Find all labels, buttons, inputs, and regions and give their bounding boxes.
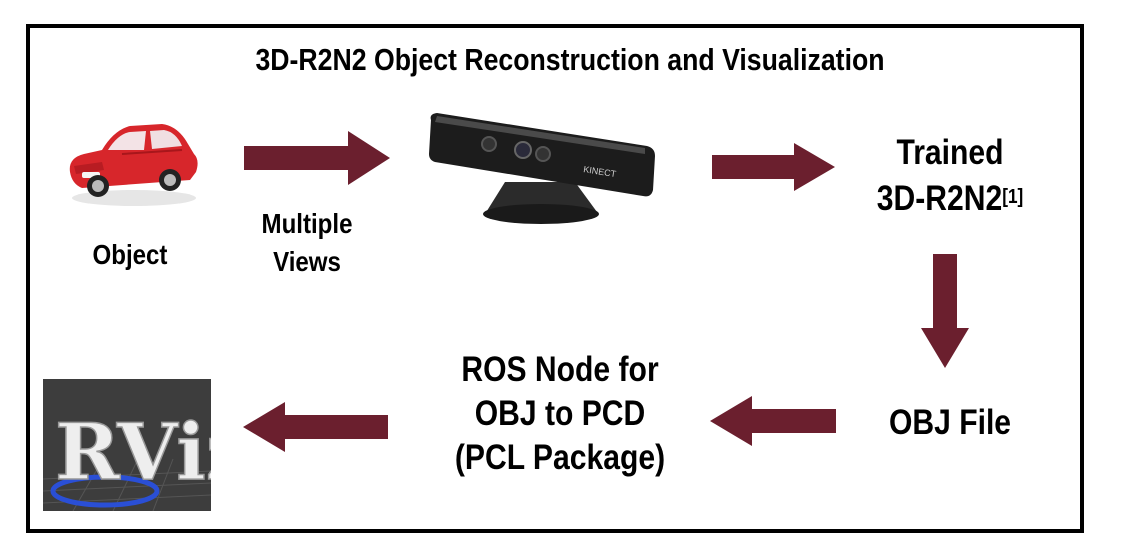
object-label: Object [92,239,168,270]
kinect-sensor-image: KINECT [429,113,655,224]
car-image [69,124,198,206]
arrow-right-views [244,131,390,185]
svg-text:RViz: RViz [55,407,211,498]
arrow-right-trained [712,143,835,191]
ros-node-label: ROS Node for OBJ to PCD (PCL Package) [454,350,666,477]
arrow-down-obj [921,254,969,368]
arrow-left-ros [710,396,836,446]
diagram-title: 3D-R2N2 Object Reconstruction and Visual… [255,42,885,77]
rviz-logo-image: RViz [43,379,211,511]
arrow-left-rviz [243,402,388,452]
trained-model-label: Trained 3D-R2N2[1] [876,133,1024,218]
obj-file-label: OBJ File [888,403,1012,442]
multiple-views-label: Multiple Views [261,208,353,277]
